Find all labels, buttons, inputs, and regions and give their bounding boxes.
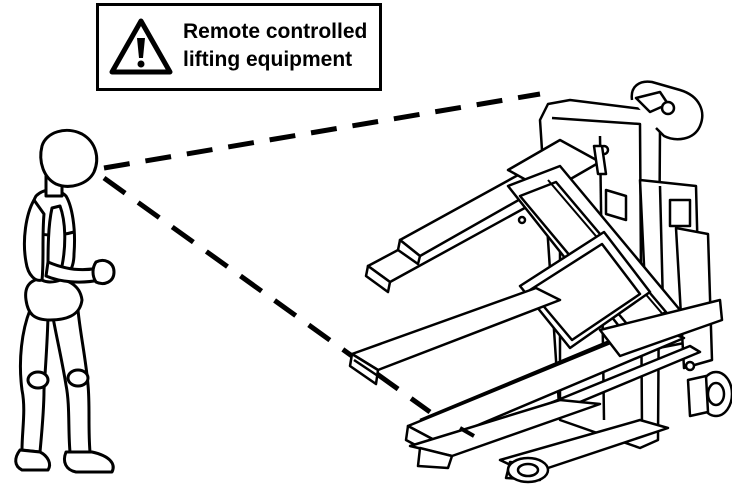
warning-sign: Remote controlled lifting equipment: [96, 3, 382, 91]
warning-text: Remote controlled lifting equipment: [183, 18, 378, 74]
lifting-equipment: [348, 80, 732, 484]
warning-text-line2: lifting equipment: [183, 48, 353, 71]
warning-triangle-icon: [109, 18, 173, 75]
warning-text-line1: Remote controlled: [183, 20, 368, 43]
line-of-sight: [102, 91, 541, 415]
operator-figure: [14, 129, 116, 474]
